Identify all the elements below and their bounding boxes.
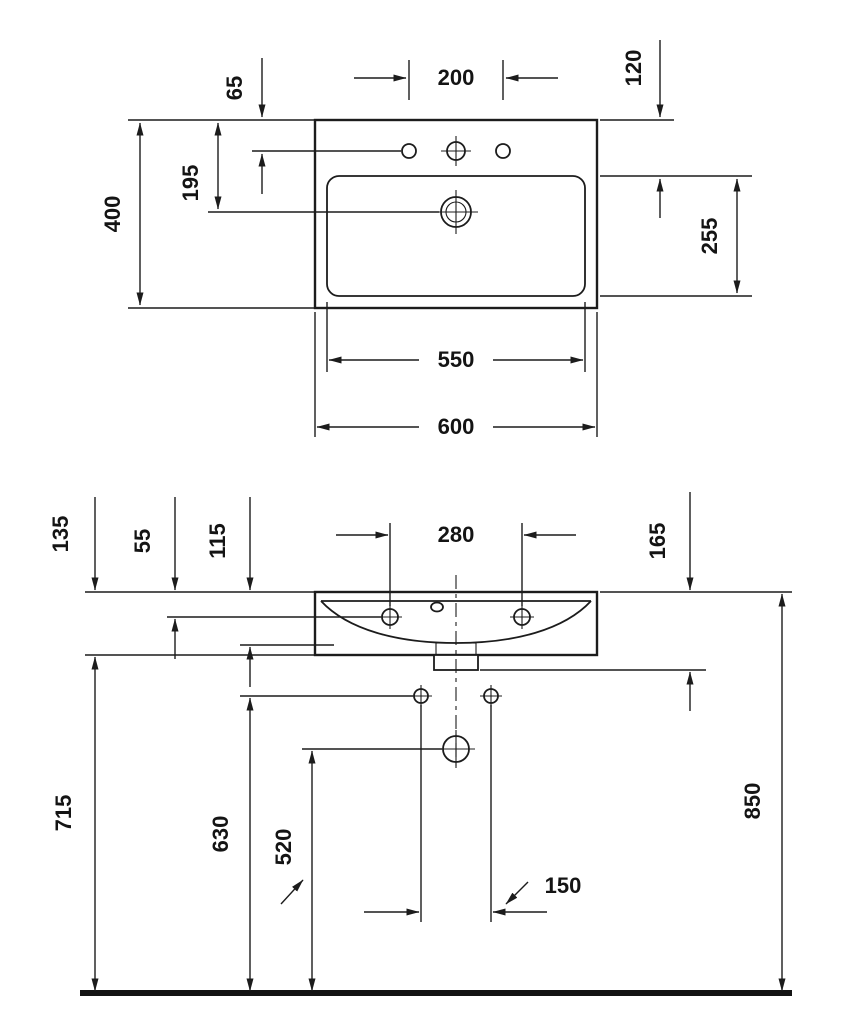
leader-arrow-150 <box>505 881 529 905</box>
dim-label-400: 400 <box>100 196 125 233</box>
dimension-55: 55 <box>130 497 179 659</box>
dimension-120: 120 <box>621 40 664 218</box>
trap-outlet <box>437 730 475 768</box>
dim-label-550: 550 <box>438 347 475 372</box>
front-view <box>313 575 599 770</box>
dimension-715: 715 <box>51 656 99 992</box>
dim-label-715: 715 <box>51 795 76 832</box>
dim-label-195: 195 <box>178 165 203 202</box>
dimension-65: 65 <box>222 58 266 194</box>
leader-arrow-520 <box>280 879 304 905</box>
dimension-135: 135 <box>48 497 99 591</box>
dimension-600: 600 <box>316 414 596 439</box>
dimension-400: 400 <box>100 122 144 306</box>
dim-label-65: 65 <box>222 76 247 100</box>
faucet-hole-left <box>401 143 417 159</box>
dim-label-630: 630 <box>208 816 233 853</box>
dim-label-600: 600 <box>438 414 475 439</box>
dim-label-135: 135 <box>48 516 73 553</box>
dim-label-115: 115 <box>205 523 230 559</box>
drain-top <box>434 190 478 234</box>
dim-label-255: 255 <box>697 218 722 255</box>
dimension-115: 115 <box>205 497 254 687</box>
dim-label-280: 280 <box>438 522 475 547</box>
dimension-150: 150 <box>364 873 582 916</box>
basin-rim-top <box>326 175 586 297</box>
dim-label-850: 850 <box>740 783 765 820</box>
fixing-hole-right <box>480 685 502 707</box>
dim-label-520: 520 <box>271 829 296 866</box>
dim-label-200: 200 <box>438 65 475 90</box>
dimension-630: 630 <box>208 697 254 992</box>
dimension-195: 195 <box>178 122 222 210</box>
fixing-hole-left <box>410 685 432 707</box>
front-view-dimensions: 280 135 55 115 165 715 <box>48 492 792 992</box>
dimension-200: 200 <box>354 65 558 90</box>
dim-label-150: 150 <box>545 873 582 898</box>
dimension-520: 520 <box>271 750 316 992</box>
dimension-165: 165 <box>645 492 694 711</box>
top-view-dimensions: 200 65 195 400 120 255 <box>100 40 752 439</box>
overflow-hole <box>430 601 444 613</box>
dimension-280: 280 <box>336 522 576 547</box>
faucet-hole-center <box>441 136 471 166</box>
dimension-850: 850 <box>740 593 786 992</box>
dimension-550: 550 <box>328 347 584 372</box>
side-hole-left <box>378 605 402 629</box>
top-view <box>313 118 599 310</box>
faucet-hole-right <box>495 143 511 159</box>
side-hole-right <box>510 605 534 629</box>
dim-label-120: 120 <box>621 50 646 87</box>
dim-label-165: 165 <box>645 523 670 560</box>
dimension-255: 255 <box>697 178 741 294</box>
dim-label-55: 55 <box>130 529 155 553</box>
